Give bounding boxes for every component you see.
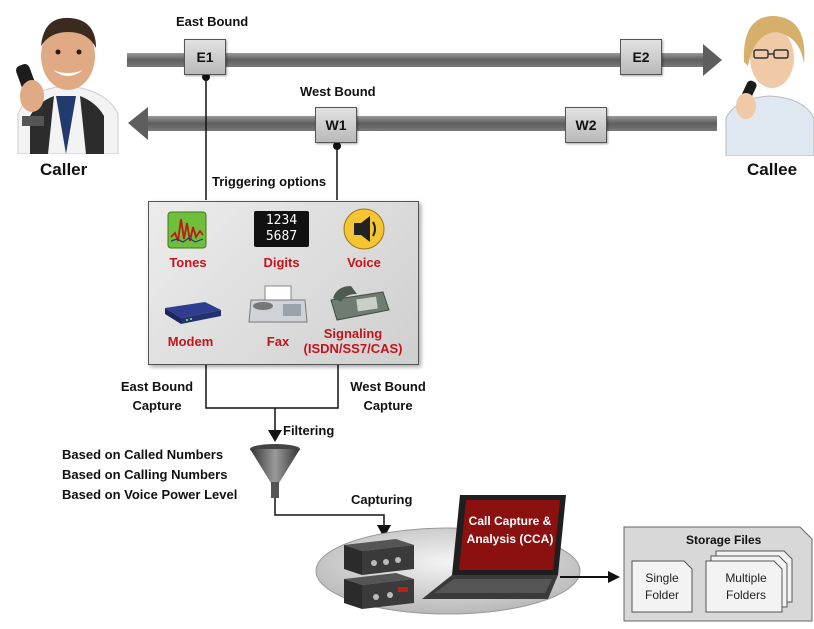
callee-label: Callee <box>747 160 798 179</box>
east-bound-capture-label: East Bound Capture <box>112 377 202 415</box>
digits-line-1: 1234 <box>265 213 298 228</box>
east-capture-line-2: Capture <box>132 398 182 413</box>
east-capture-line-1: East Bound <box>120 379 194 394</box>
e1-tap-dot <box>202 73 210 81</box>
capturing-line <box>274 498 385 528</box>
single-folder-line-1: Single <box>645 571 679 585</box>
multiple-folders-label: Multiple Folders <box>716 570 776 604</box>
callee-photo <box>724 6 814 157</box>
digits-line-2: 5687 <box>265 229 298 244</box>
filter-arrowhead <box>268 430 282 442</box>
modem-label: Modem <box>167 334 214 349</box>
cca-screen-text: Call Capture & Analysis (CCA) <box>464 512 556 548</box>
signaling-label-sub: (ISDN/SS7/CAS) <box>303 341 403 356</box>
speaker-icon <box>342 207 388 251</box>
caller-photo <box>8 4 126 155</box>
west-bound-capture-label: West Bound Capture <box>343 377 433 415</box>
modem-icon <box>161 298 223 326</box>
tones-icon <box>167 211 207 249</box>
funnel-icon <box>250 444 300 498</box>
single-folder-icon <box>631 560 693 613</box>
laptop-icon <box>420 493 570 603</box>
storage-arrowhead <box>608 571 620 583</box>
capture-hardware-icon <box>340 535 418 613</box>
signaling-label-main: Signaling <box>323 326 383 341</box>
west-capture-line-1: West Bound <box>350 379 426 394</box>
filter-criterion: Based on Calling Numbers <box>62 467 228 482</box>
capturing-arrowhead <box>377 525 391 538</box>
filtering-title: Filtering <box>283 423 335 438</box>
capturing-title: Capturing <box>351 492 413 507</box>
east-capture-line <box>205 364 275 409</box>
west-capture-line <box>275 364 339 409</box>
multiple-folders-line-1: Multiple <box>725 571 767 585</box>
e1-tap-label: E1 <box>196 49 214 65</box>
signaling-label: Signaling (ISDN/SS7/CAS) <box>292 326 414 356</box>
w2-tap-label: W2 <box>575 117 597 133</box>
digits-label: Digits <box>263 255 300 270</box>
storage-box <box>623 526 813 622</box>
filter-criterion: Based on Called Numbers <box>62 447 224 462</box>
cca-line-1: Call Capture & <box>468 514 552 528</box>
filter-criterion: Based on Voice Power Level <box>62 487 238 502</box>
w1-tap-box: W1 <box>315 107 357 143</box>
caller-label: Caller <box>40 160 88 179</box>
w2-tap-box: W2 <box>565 107 607 143</box>
e2-tap-label: E2 <box>632 49 650 65</box>
e2-tap-box: E2 <box>620 39 662 75</box>
west-bound-arrow <box>128 107 717 140</box>
single-folder-line-2: Folder <box>644 588 679 602</box>
west-capture-line-2: Capture <box>363 398 413 413</box>
fax-icon <box>247 284 309 326</box>
triggering-title: Triggering options <box>212 174 327 189</box>
west-bound-title: West Bound <box>300 84 376 99</box>
w1-tap-dot <box>333 142 341 150</box>
multiple-folders-line-2: Folders <box>725 588 766 602</box>
phone-icon <box>327 282 391 322</box>
filter-criteria-list: Based on Called Numbers Based on Calling… <box>62 445 237 505</box>
digits-icon: 1234 5687 <box>254 211 309 247</box>
voice-label: Voice <box>347 255 381 270</box>
east-bound-title: East Bound <box>176 14 249 29</box>
w1-tap-label: W1 <box>325 117 347 133</box>
single-folder-label: Single Folder <box>640 570 684 604</box>
east-bound-arrow <box>127 44 722 76</box>
cca-line-2: Analysis (CCA) <box>466 532 554 546</box>
fax-label: Fax <box>266 334 290 349</box>
e1-tap-box: E1 <box>184 39 226 75</box>
triggering-options-panel: Tones 1234 5687 Digits Voice Modem <box>148 201 419 365</box>
tones-label: Tones <box>169 255 207 270</box>
storage-files-title: Storage Files <box>686 533 762 547</box>
